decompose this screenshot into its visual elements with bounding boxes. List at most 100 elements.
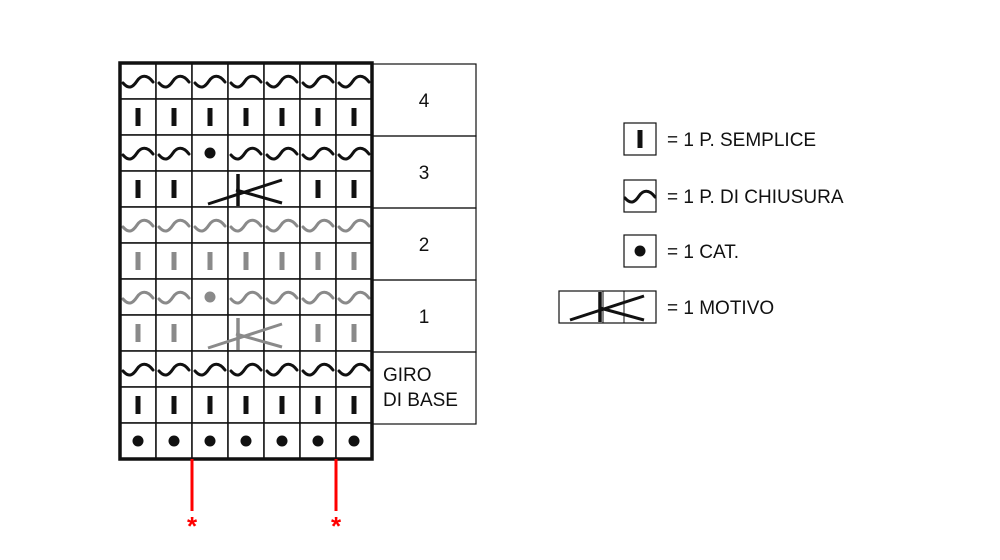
row-label-text: 4 (419, 91, 430, 112)
simple-stitch-icon (171, 396, 177, 414)
legend-item: = 1 P. SEMPLICE (623, 122, 816, 156)
motif-icon (569, 292, 645, 322)
closing-stitch-icon (157, 146, 191, 161)
simple-stitch-icon (171, 180, 177, 198)
legend-item: = 1 P. DI CHIUSURA (623, 179, 844, 213)
stitch-grid (118, 61, 374, 461)
closing-stitch-icon (193, 74, 227, 89)
closing-stitch-icon (193, 362, 227, 377)
closing-stitch-icon (229, 146, 263, 161)
closing-stitch-icon (265, 146, 299, 161)
simple-stitch-icon (315, 324, 321, 342)
closing-stitch-icon (337, 218, 371, 233)
simple-stitch-icon (637, 130, 643, 148)
closing-stitch-icon (121, 362, 155, 377)
closing-stitch-icon (157, 362, 191, 377)
asterisk-icon: * (187, 511, 198, 541)
chart-cell (191, 314, 229, 352)
simple-stitch-icon (135, 324, 141, 342)
chain-dot-icon (204, 291, 216, 303)
simple-stitch-icon (351, 252, 357, 270)
chain-dot-icon (168, 435, 180, 447)
row-label-text: 3 (419, 163, 430, 184)
chain-dot-icon (276, 435, 288, 447)
repeat-marker: * (187, 459, 198, 541)
closing-stitch-icon (265, 290, 299, 305)
simple-stitch-icon (171, 324, 177, 342)
chain-dot-icon (132, 435, 144, 447)
chain-dot-icon (240, 435, 252, 447)
closing-stitch-icon (229, 74, 263, 89)
simple-stitch-icon (243, 396, 249, 414)
closing-stitch-icon (229, 218, 263, 233)
simple-stitch-icon (315, 108, 321, 126)
simple-stitch-icon (279, 396, 285, 414)
simple-stitch-icon (243, 252, 249, 270)
closing-stitch-icon (301, 74, 335, 89)
closing-stitch-icon (623, 189, 657, 204)
closing-stitch-icon (229, 362, 263, 377)
closing-stitch-icon (121, 74, 155, 89)
chain-dot-icon (204, 147, 216, 159)
simple-stitch-icon (243, 108, 249, 126)
chart-cell (335, 98, 373, 136)
simple-stitch-icon (135, 180, 141, 198)
legend-label: = 1 P. DI CHIUSURA (667, 187, 844, 208)
simple-stitch-icon (171, 252, 177, 270)
asterisk-icon: * (331, 511, 342, 541)
closing-stitch-icon (229, 290, 263, 305)
simple-stitch-icon (207, 252, 213, 270)
chart-row (119, 314, 373, 352)
legend-item: = 1 MOTIVO (558, 290, 774, 324)
simple-stitch-icon (279, 252, 285, 270)
closing-stitch-icon (301, 218, 335, 233)
simple-stitch-icon (279, 108, 285, 126)
simple-stitch-icon (315, 396, 321, 414)
closing-stitch-icon (301, 290, 335, 305)
closing-stitch-icon (301, 362, 335, 377)
legend: = 1 P. SEMPLICE = 1 P. DI CHIUSURA = 1 CAT… (558, 122, 844, 324)
legend-label: = 1 MOTIVO (667, 298, 774, 319)
legend-label: = 1 CAT. (667, 242, 739, 263)
simple-stitch-icon (207, 396, 213, 414)
closing-stitch-icon (157, 218, 191, 233)
closing-stitch-icon (265, 218, 299, 233)
row-label-text: 2 (419, 235, 430, 256)
simple-stitch-icon (171, 108, 177, 126)
closing-stitch-icon (121, 218, 155, 233)
chart-row (119, 170, 373, 208)
motif-icon (207, 174, 283, 206)
closing-stitch-icon (265, 362, 299, 377)
chart-cell (191, 170, 229, 208)
legend-label: = 1 P. SEMPLICE (667, 130, 816, 151)
closing-stitch-icon (193, 218, 227, 233)
row-label-text: 1 (419, 307, 430, 328)
closing-stitch-icon (301, 146, 335, 161)
chain-dot-icon (204, 435, 216, 447)
chain-dot-icon (634, 245, 646, 257)
closing-stitch-icon (337, 146, 371, 161)
closing-stitch-icon (265, 74, 299, 89)
repeat-markers: ** (187, 459, 342, 541)
row-label: 4 (371, 63, 477, 137)
closing-stitch-icon (337, 290, 371, 305)
simple-stitch-icon (135, 396, 141, 414)
simple-stitch-icon (315, 180, 321, 198)
chain-dot-icon (312, 435, 324, 447)
closing-stitch-icon (121, 146, 155, 161)
closing-stitch-icon (157, 74, 191, 89)
closing-stitch-icon (337, 74, 371, 89)
row-label: 1 (371, 279, 477, 353)
repeat-marker: * (331, 459, 342, 541)
motif-icon (207, 318, 283, 350)
simple-stitch-icon (315, 252, 321, 270)
simple-stitch-icon (351, 324, 357, 342)
closing-stitch-icon (157, 290, 191, 305)
simple-stitch-icon (135, 252, 141, 270)
chart-cell (119, 170, 157, 208)
closing-stitch-icon (121, 290, 155, 305)
row-label-text: DI BASE (383, 390, 458, 411)
simple-stitch-icon (207, 108, 213, 126)
